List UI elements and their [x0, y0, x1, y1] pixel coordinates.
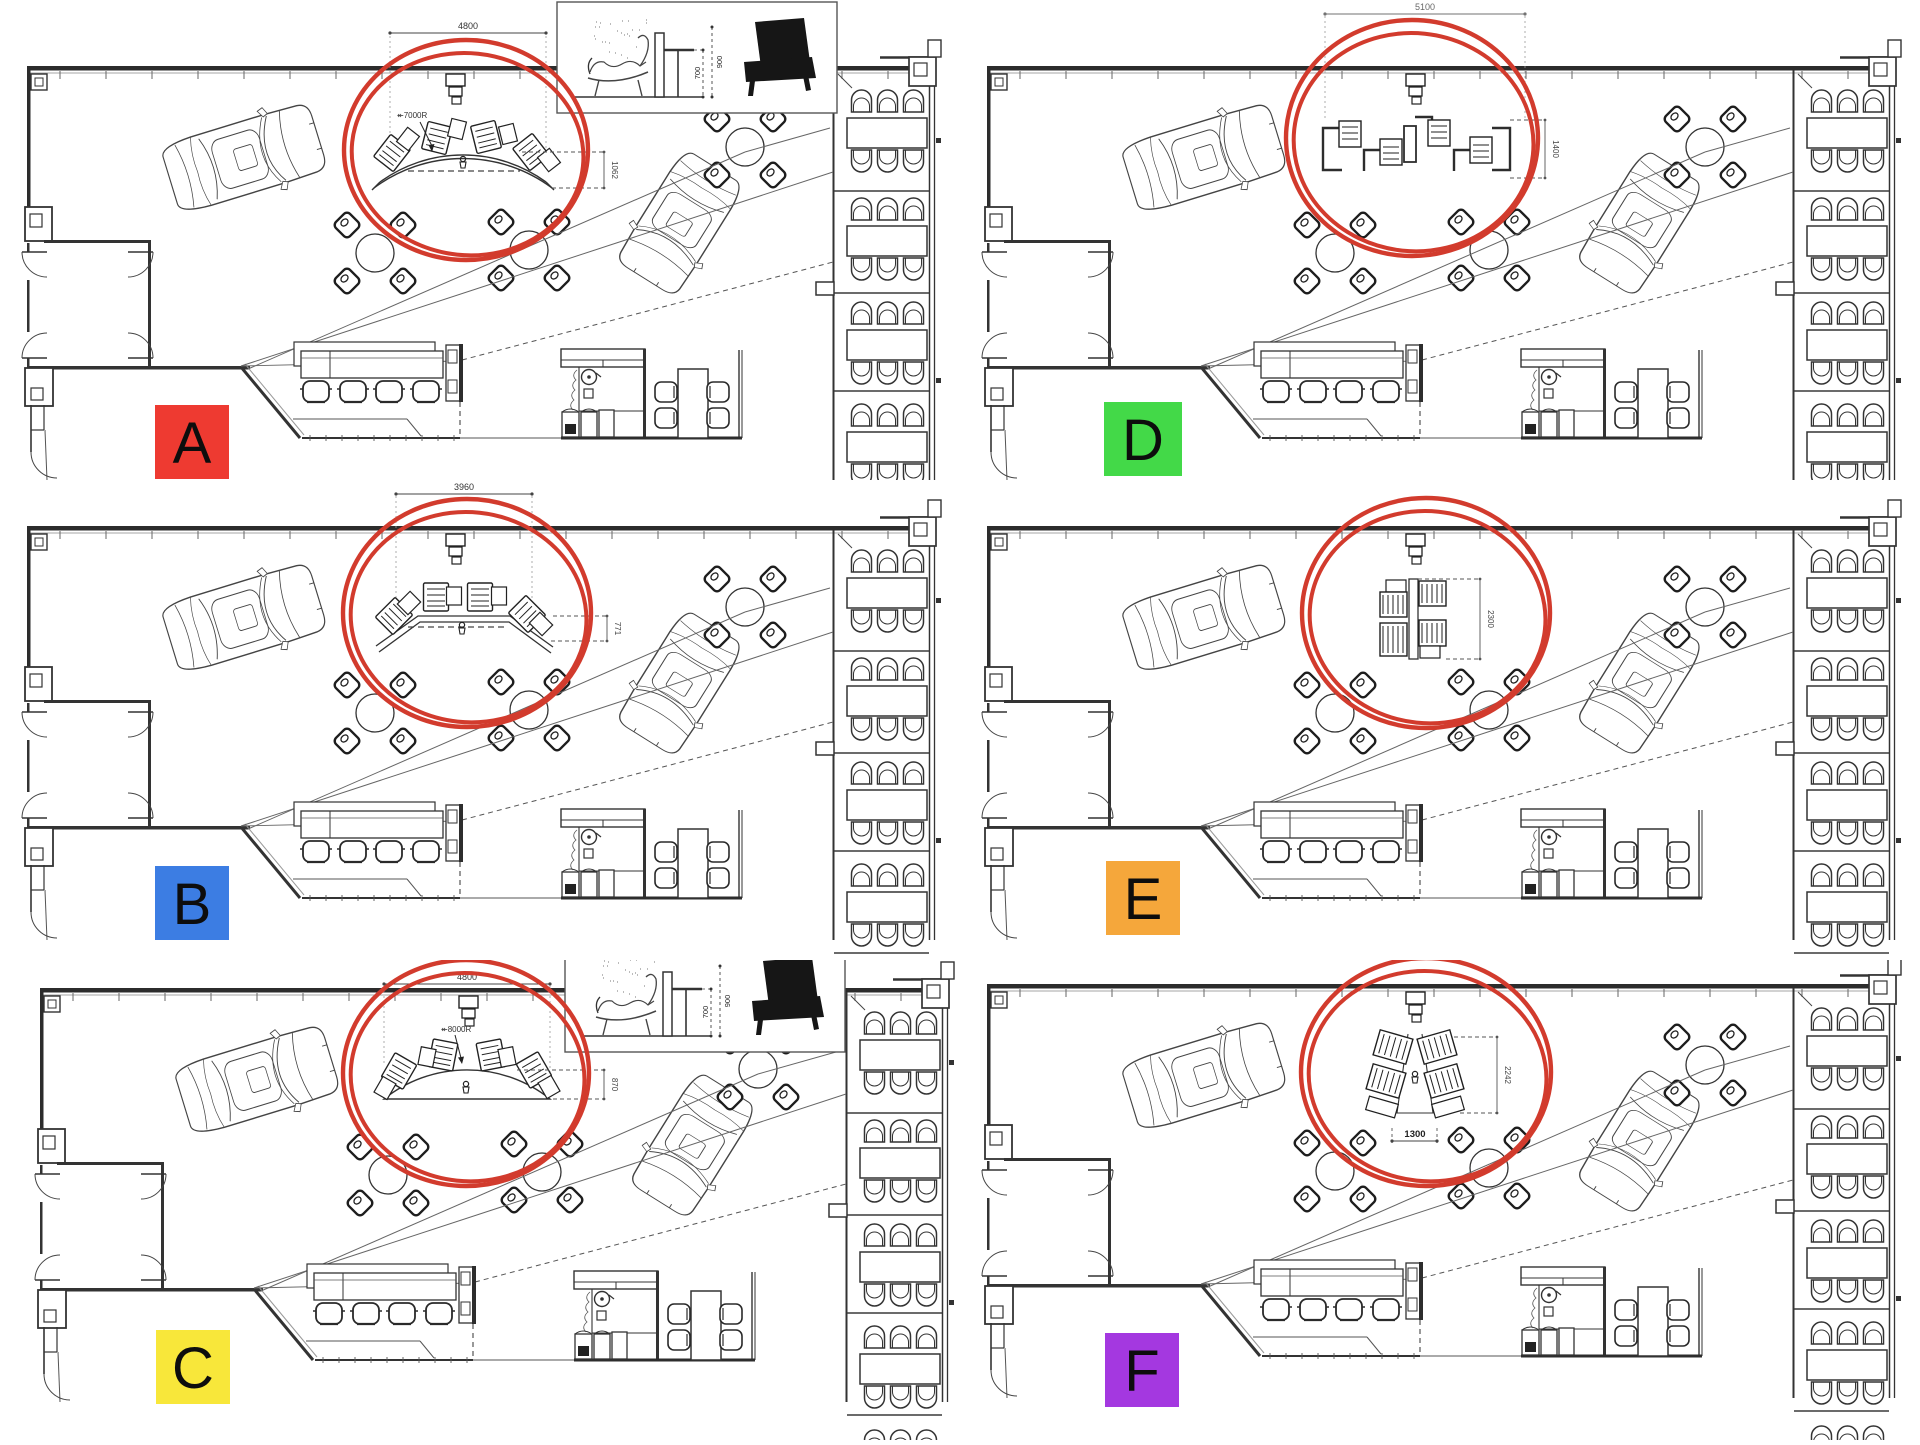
svg-text:3960: 3960 [454, 482, 474, 492]
svg-text:↞8000R: ↞8000R [441, 1025, 472, 1034]
svg-text:1300: 1300 [1404, 1129, 1425, 1140]
svg-text:2242: 2242 [1503, 1066, 1512, 1084]
svg-text:1400: 1400 [1551, 140, 1560, 158]
svg-text:D: D [1122, 408, 1164, 473]
svg-text:5100: 5100 [1415, 2, 1435, 12]
svg-text:4800: 4800 [458, 21, 478, 31]
svg-text:2300: 2300 [1486, 610, 1495, 628]
svg-text:A: A [173, 411, 212, 476]
svg-text:C: C [172, 1336, 214, 1401]
svg-text:F: F [1124, 1339, 1159, 1404]
svg-text:E: E [1124, 867, 1163, 932]
svg-text:4800: 4800 [457, 972, 477, 982]
svg-text:771: 771 [613, 622, 622, 636]
svg-text:870: 870 [610, 1078, 619, 1092]
svg-text:1062: 1062 [610, 161, 619, 179]
svg-text:B: B [173, 872, 212, 937]
svg-text:↞7000R: ↞7000R [397, 111, 428, 120]
